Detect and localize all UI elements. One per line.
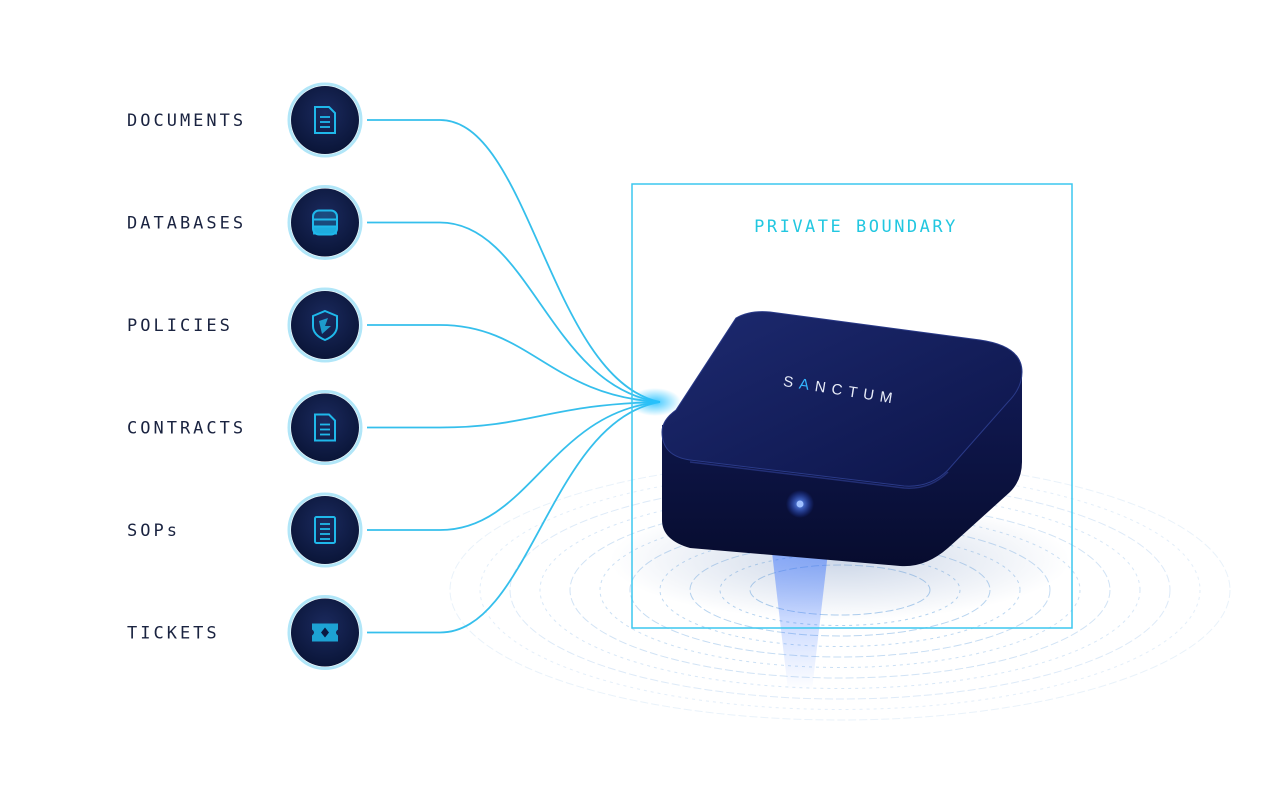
source-item: DATABASES: [127, 185, 363, 260]
private-boundary-label: PRIVATE BOUNDARY: [754, 217, 958, 237]
device-top: [661, 311, 1023, 487]
connector-line: [367, 401, 661, 634]
ripple-ring: [599, 512, 1081, 668]
source-circle: [291, 188, 359, 257]
private-boundary-box: [631, 183, 1073, 629]
source-circle: [291, 393, 359, 462]
list-document-icon: [314, 516, 336, 544]
shield-icon: [312, 309, 338, 342]
source-circle-glow: [287, 185, 363, 260]
led-beam: [770, 535, 830, 690]
source-label: TICKETS: [127, 624, 220, 644]
source-label: DOCUMENTS: [127, 111, 246, 131]
ripple-ring: [539, 491, 1141, 689]
source-circle-glow: [287, 595, 363, 670]
led-indicator: [796, 500, 804, 508]
source-label: DATABASES: [127, 214, 246, 234]
source-list: DOCUMENTS DATABASES POLICIES CONTRACTS SOPsT…: [127, 82, 363, 670]
source-circle-glow: [287, 82, 363, 158]
source-circle: [291, 496, 359, 564]
source-circle-glow: [287, 492, 363, 568]
source-item: CONTRACTS: [127, 390, 363, 465]
device-edge-highlight: [689, 461, 949, 489]
source-label: CONTRACTS: [127, 419, 246, 439]
source-item: POLICIES: [127, 287, 363, 363]
document-icon: [314, 106, 336, 134]
connector-line: [367, 401, 661, 429]
source-item: SOPs: [127, 492, 363, 568]
connector-line: [367, 119, 661, 403]
source-circle-glow: [287, 287, 363, 363]
converge-glow: [629, 388, 681, 416]
source-item: TICKETS: [127, 595, 363, 670]
connector-line: [367, 324, 661, 403]
contract-icon: [314, 413, 336, 442]
source-label: POLICIES: [127, 316, 233, 336]
connector-lines: [367, 119, 661, 634]
database-icon: [312, 209, 338, 236]
connector-line: [367, 221, 661, 403]
source-label: SOPs: [127, 521, 180, 541]
source-circle-glow: [287, 390, 363, 465]
source-item: DOCUMENTS: [127, 82, 363, 158]
sanctum-device: SANCTUM: [661, 311, 1023, 567]
ripple-ring: [479, 470, 1201, 710]
connector-line: [367, 401, 661, 531]
ticket-icon: [312, 623, 338, 642]
source-circle: [291, 86, 359, 154]
